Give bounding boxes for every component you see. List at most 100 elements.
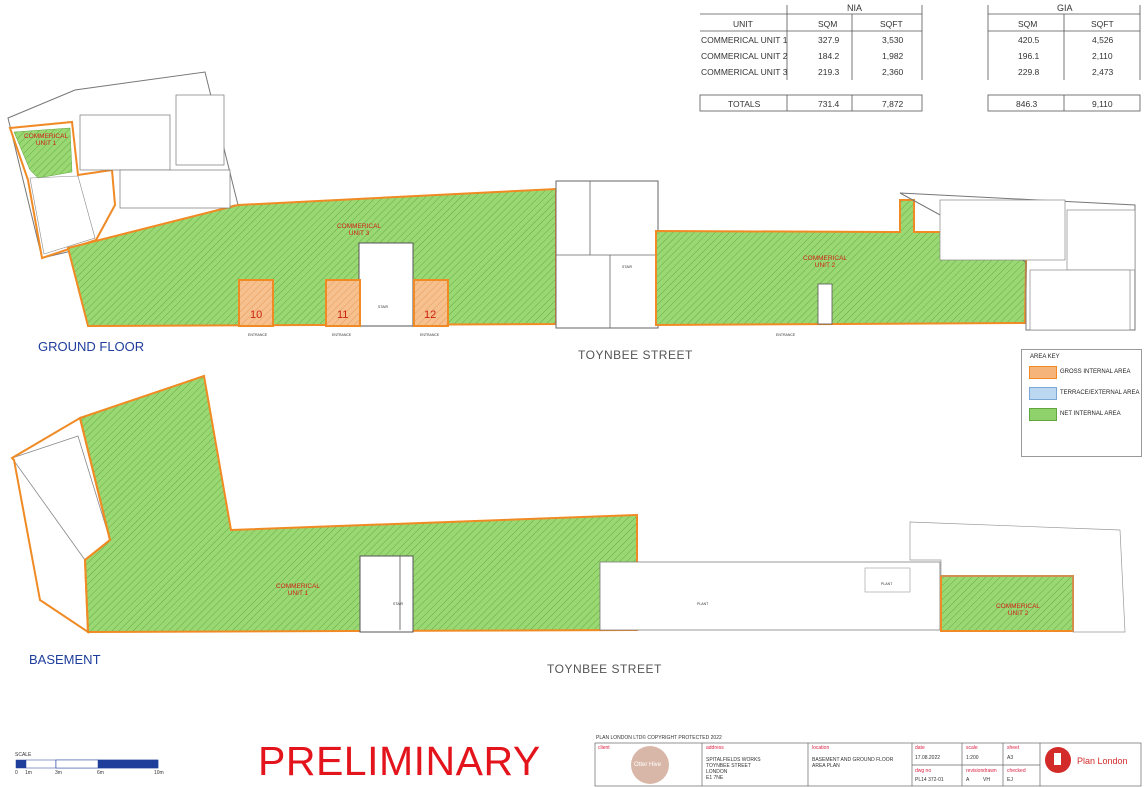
col-sqm: SQM (818, 19, 838, 29)
table-cell: 420.5 (1018, 35, 1040, 45)
checked-label: checked (1007, 768, 1026, 774)
scale-tick: 0 (15, 770, 18, 776)
table-cell: 1,982 (882, 51, 904, 61)
sheet-label: sheet (1007, 745, 1020, 751)
title-block-lines (594, 742, 1142, 787)
basement-label: BASEMENT (29, 652, 101, 667)
table-cell: 2,360 (882, 67, 904, 77)
address-line: LONDON (706, 769, 728, 775)
terrace-key-label: TERRACE/EXTERNAL AREA (1060, 390, 1140, 396)
scale-field-label: scale (966, 745, 978, 751)
table-cell: 4,526 (1092, 35, 1114, 45)
basement-unit1-nia (78, 374, 638, 634)
scale-bar (15, 759, 159, 769)
location-line: BASEMENT AND GROUND FLOOR (812, 757, 894, 763)
scale-tick: 1m (25, 770, 32, 776)
sheet-value: A3 (1007, 755, 1014, 761)
client-logo-text: Otter Hive (634, 762, 662, 768)
basement-unit2-nia (940, 575, 1074, 632)
col-sqft: SQFT (880, 19, 903, 29)
totals-gia-sqm: 846.3 (1016, 99, 1038, 109)
plant-label: PLANT (697, 602, 709, 606)
basement-unit2-label: COMMERICAL UNIT 2 (995, 603, 1041, 617)
basement-stair (359, 555, 414, 633)
table-row-unit: COMMERICAL UNIT 2 (701, 51, 788, 61)
gia-key-label: GROSS INTERNAL AREA (1060, 369, 1131, 375)
nia-header: NIA (847, 3, 863, 13)
scale-tick: 3m (55, 770, 62, 776)
stair-label: STAIR (622, 265, 633, 269)
address-line: E1 7NE (706, 775, 724, 781)
gia-col-sqft: SQFT (1091, 19, 1114, 29)
gf-core-stair (358, 242, 414, 327)
date-label: date (915, 745, 925, 751)
plant-label: PLANT (881, 582, 893, 586)
scale-tick: 6m (97, 770, 104, 776)
address-label: address (706, 745, 724, 751)
totals-nia-sqft: 7,872 (882, 99, 904, 109)
gf-unit1-gia-stair (29, 175, 96, 255)
ground-floor-label: GROUND FLOOR (38, 339, 145, 354)
stair-label: STAIR (378, 305, 389, 309)
address-line: SPITALFIELDS WORKS (706, 757, 761, 763)
scale-field-value: 1:200 (966, 755, 979, 761)
revision-label: revision (966, 768, 984, 774)
gf-unit1-nia (13, 127, 73, 179)
dwgno-label: dwg no (915, 768, 932, 774)
client-label: client (598, 745, 610, 751)
preliminary-stamp: PRELIMINARY (258, 738, 541, 784)
terrace-swatch (1029, 387, 1057, 400)
gf-unit2-label: COMMERICAL UNIT 2 (802, 255, 848, 269)
drawn-value: VH (983, 777, 990, 783)
gf-unit3-nia (66, 187, 557, 328)
basement-unit1-label: COMMERICAL UNIT 1 (275, 583, 321, 597)
address-line: TOYNBEE STREET (706, 763, 751, 769)
gia-header: GIA (1057, 3, 1073, 13)
nia-swatch (1029, 408, 1057, 421)
totals-nia-sqm: 731.4 (818, 99, 840, 109)
table-cell: 327.9 (818, 35, 840, 45)
scale-title: SCALE (15, 752, 32, 758)
client-logo-circle (631, 746, 669, 784)
gia-swatch (1029, 366, 1057, 379)
table-cell: 3,530 (882, 35, 904, 45)
area-table-lines (699, 5, 1141, 112)
table-row-unit: COMMERICAL UNIT 3 (701, 67, 788, 77)
area-key-title: AREA KEY (1030, 354, 1060, 360)
gf-unit3-label: COMMERICAL UNIT 3 (336, 223, 382, 237)
copyright-text: PLAN LONDON LTD© COPYRIGHT PROTECTED 202… (596, 735, 722, 741)
box-10-label: 10 (250, 309, 263, 321)
table-row-unit: COMMERICAL UNIT 1 (701, 35, 788, 45)
drawn-label: drawn (983, 768, 997, 774)
entrance-label: ENTRANCE (776, 333, 796, 337)
area-key: AREA KEY GROSS INTERNAL AREA TERRACE/EXT… (1021, 349, 1142, 457)
entrance-label: ENTRANCE (248, 333, 268, 337)
gf-unit1-gia (8, 120, 117, 260)
nia-key-label: NET INTERNAL AREA (1060, 411, 1121, 417)
basement-gia-edge (10, 416, 112, 634)
table-cell: 2,110 (1092, 51, 1113, 61)
box-12-label: 12 (424, 309, 437, 321)
street-label-bottom: TOYNBEE STREET (547, 662, 662, 676)
entrance-label: ENTRANCE (420, 333, 440, 337)
street-label-top: TOYNBEE STREET (578, 348, 693, 362)
table-cell: 219.3 (818, 67, 840, 77)
gf-unit1-label: COMMERICAL UNIT 1 (24, 133, 69, 147)
gf-service-block (555, 180, 659, 329)
location-line: AREA PLAN (812, 763, 840, 769)
table-cell: 196.1 (1018, 51, 1040, 61)
table-cell: 184.2 (818, 51, 840, 61)
revision-value: A (966, 777, 970, 783)
scale-tick: 10m (154, 770, 164, 776)
plan-london-logo-text: Plan London (1077, 756, 1128, 766)
col-unit: UNIT (733, 19, 753, 29)
dwgno-value: PL14 372-01 (915, 777, 944, 783)
gia-col-sqm: SQM (1018, 19, 1038, 29)
table-cell: 2,473 (1092, 67, 1114, 77)
table-cell: 229.8 (1018, 67, 1040, 77)
checked-value: EJ (1007, 777, 1013, 783)
basement-east-outline (909, 521, 1126, 633)
totals-gia-sqft: 9,110 (1092, 99, 1113, 109)
location-label: location (812, 745, 830, 751)
